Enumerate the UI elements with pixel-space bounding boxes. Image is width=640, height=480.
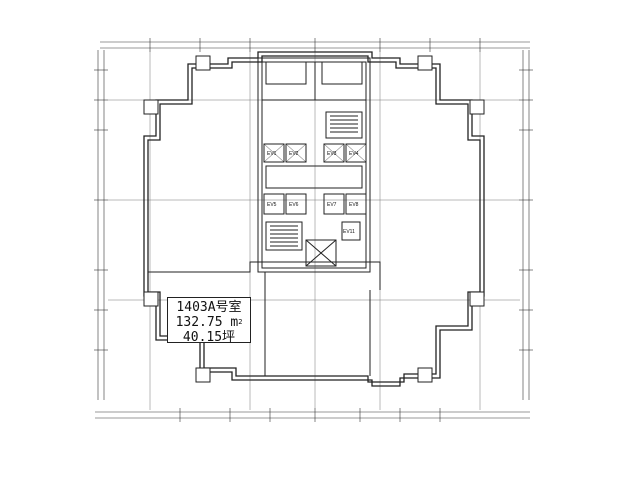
- ev-label: EV1: [267, 151, 277, 157]
- tenant-boundary: [147, 261, 381, 376]
- room-area-tsubo: 40.15坪: [182, 330, 236, 345]
- ev-label: EV7: [327, 202, 337, 208]
- dimension-lines: [94, 38, 533, 422]
- ev-label: EV8: [349, 202, 359, 208]
- ev-label: EV11: [343, 229, 355, 235]
- elevator-cars: [263, 143, 367, 163]
- ev-label: EV2: [289, 151, 299, 157]
- ev-label: EV5: [267, 202, 277, 208]
- ev-label: EV3: [327, 151, 337, 157]
- core: [257, 57, 371, 273]
- room-label-box: 1403A号室 132.75 m2 40.15坪: [167, 297, 251, 345]
- ev-label: EV4: [349, 151, 359, 157]
- elevator-labels: EV1 EV2 EV3 EV4 EV5 EV6 EV7 EV8 EV11: [267, 151, 359, 235]
- room-number: 1403A号室: [176, 300, 242, 315]
- columns: [143, 55, 485, 383]
- room-area-sqm: 132.75 m2: [175, 315, 243, 330]
- ev-label: EV6: [289, 202, 299, 208]
